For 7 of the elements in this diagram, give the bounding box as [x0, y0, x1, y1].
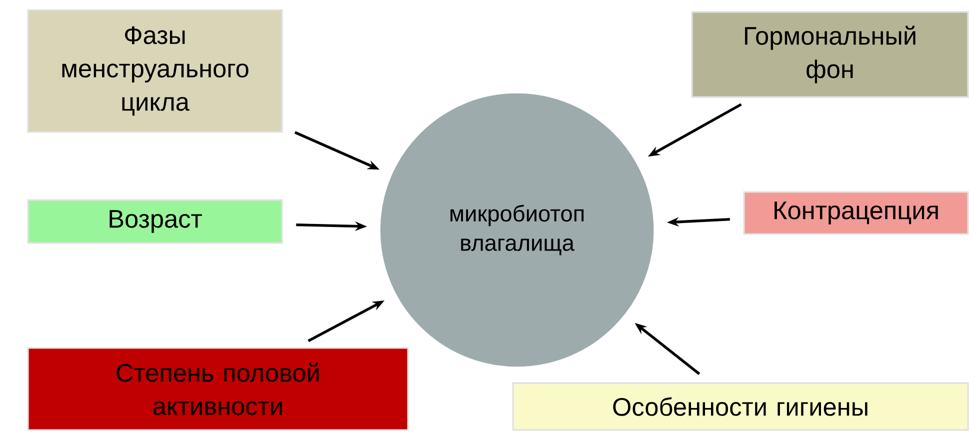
process-box: Контрацепция: [743, 191, 969, 235]
process-box: Степень половой активности: [27, 347, 409, 431]
process-box: Фазы менструального цикла: [27, 9, 283, 133]
process-box: Гормональный фон: [691, 11, 969, 98]
process-box: Особенности гигиены: [512, 382, 969, 431]
process-box: Возраст: [27, 199, 283, 244]
circle-node: микробиотоп влагалища: [378, 90, 656, 370]
